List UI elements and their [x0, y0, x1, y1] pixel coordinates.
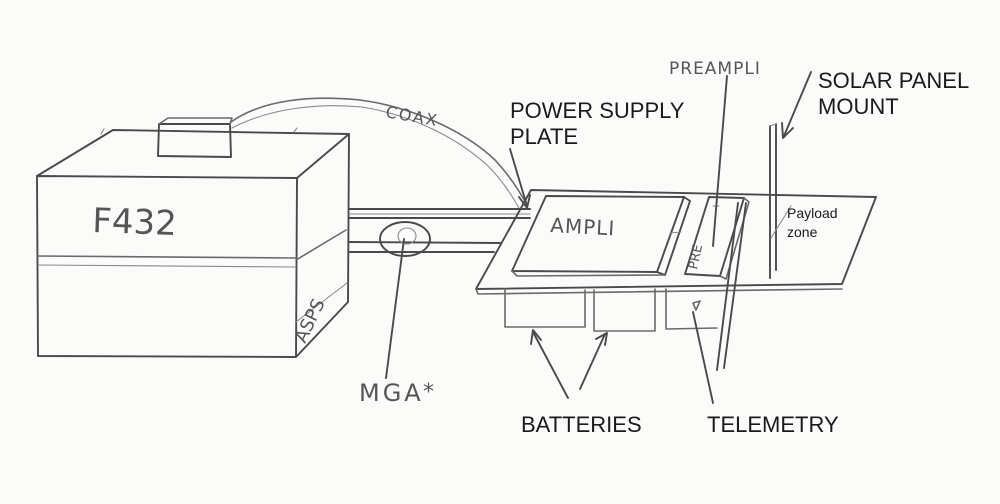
- payload-zone-line1: Payload: [787, 205, 838, 221]
- f432-label: F432: [92, 201, 178, 244]
- ampli-label: AMPLI: [550, 213, 616, 240]
- ampli-box: [511, 195, 691, 277]
- batteries-label: BATTERIES: [521, 412, 642, 437]
- mga-antenna: [379, 221, 431, 257]
- payload-zone-line2: zone: [787, 223, 818, 240]
- solar-panel-mount-line2: MOUNT: [818, 94, 899, 120]
- f432-box: [36, 127, 350, 358]
- solar-panel-mount: [716, 123, 777, 371]
- solar-panel-mount-line1: SOLAR PANEL: [818, 68, 970, 93]
- mga-label: MGA: [359, 379, 424, 407]
- mga-asterisk: *: [423, 380, 434, 405]
- payload-zone-label: Payload zone: [787, 204, 838, 242]
- coax-connector: [157, 117, 233, 158]
- batteries: [504, 288, 656, 332]
- coax-label: COAX: [384, 102, 440, 130]
- boom-arm: [348, 208, 531, 253]
- power-supply-plate-line2: PLATE: [510, 124, 579, 150]
- pre-label: PRE: [686, 243, 706, 271]
- telemetry-box: [665, 288, 718, 330]
- preampli-label: PREAMPLI: [669, 59, 761, 79]
- power-supply-plate-line1: POWER SUPPLY: [510, 98, 685, 123]
- leader-arrows: [295, 71, 812, 404]
- coax-cable-edge: [231, 105, 520, 209]
- power-supply-plate-label: POWER SUPPLY PLATE: [510, 98, 684, 151]
- solar-panel-mount-label: SOLAR PANEL MOUNT: [818, 68, 969, 121]
- coax-cable: [230, 97, 528, 206]
- power-supply-plate: [475, 189, 877, 295]
- telemetry-label: TELEMETRY: [707, 412, 839, 437]
